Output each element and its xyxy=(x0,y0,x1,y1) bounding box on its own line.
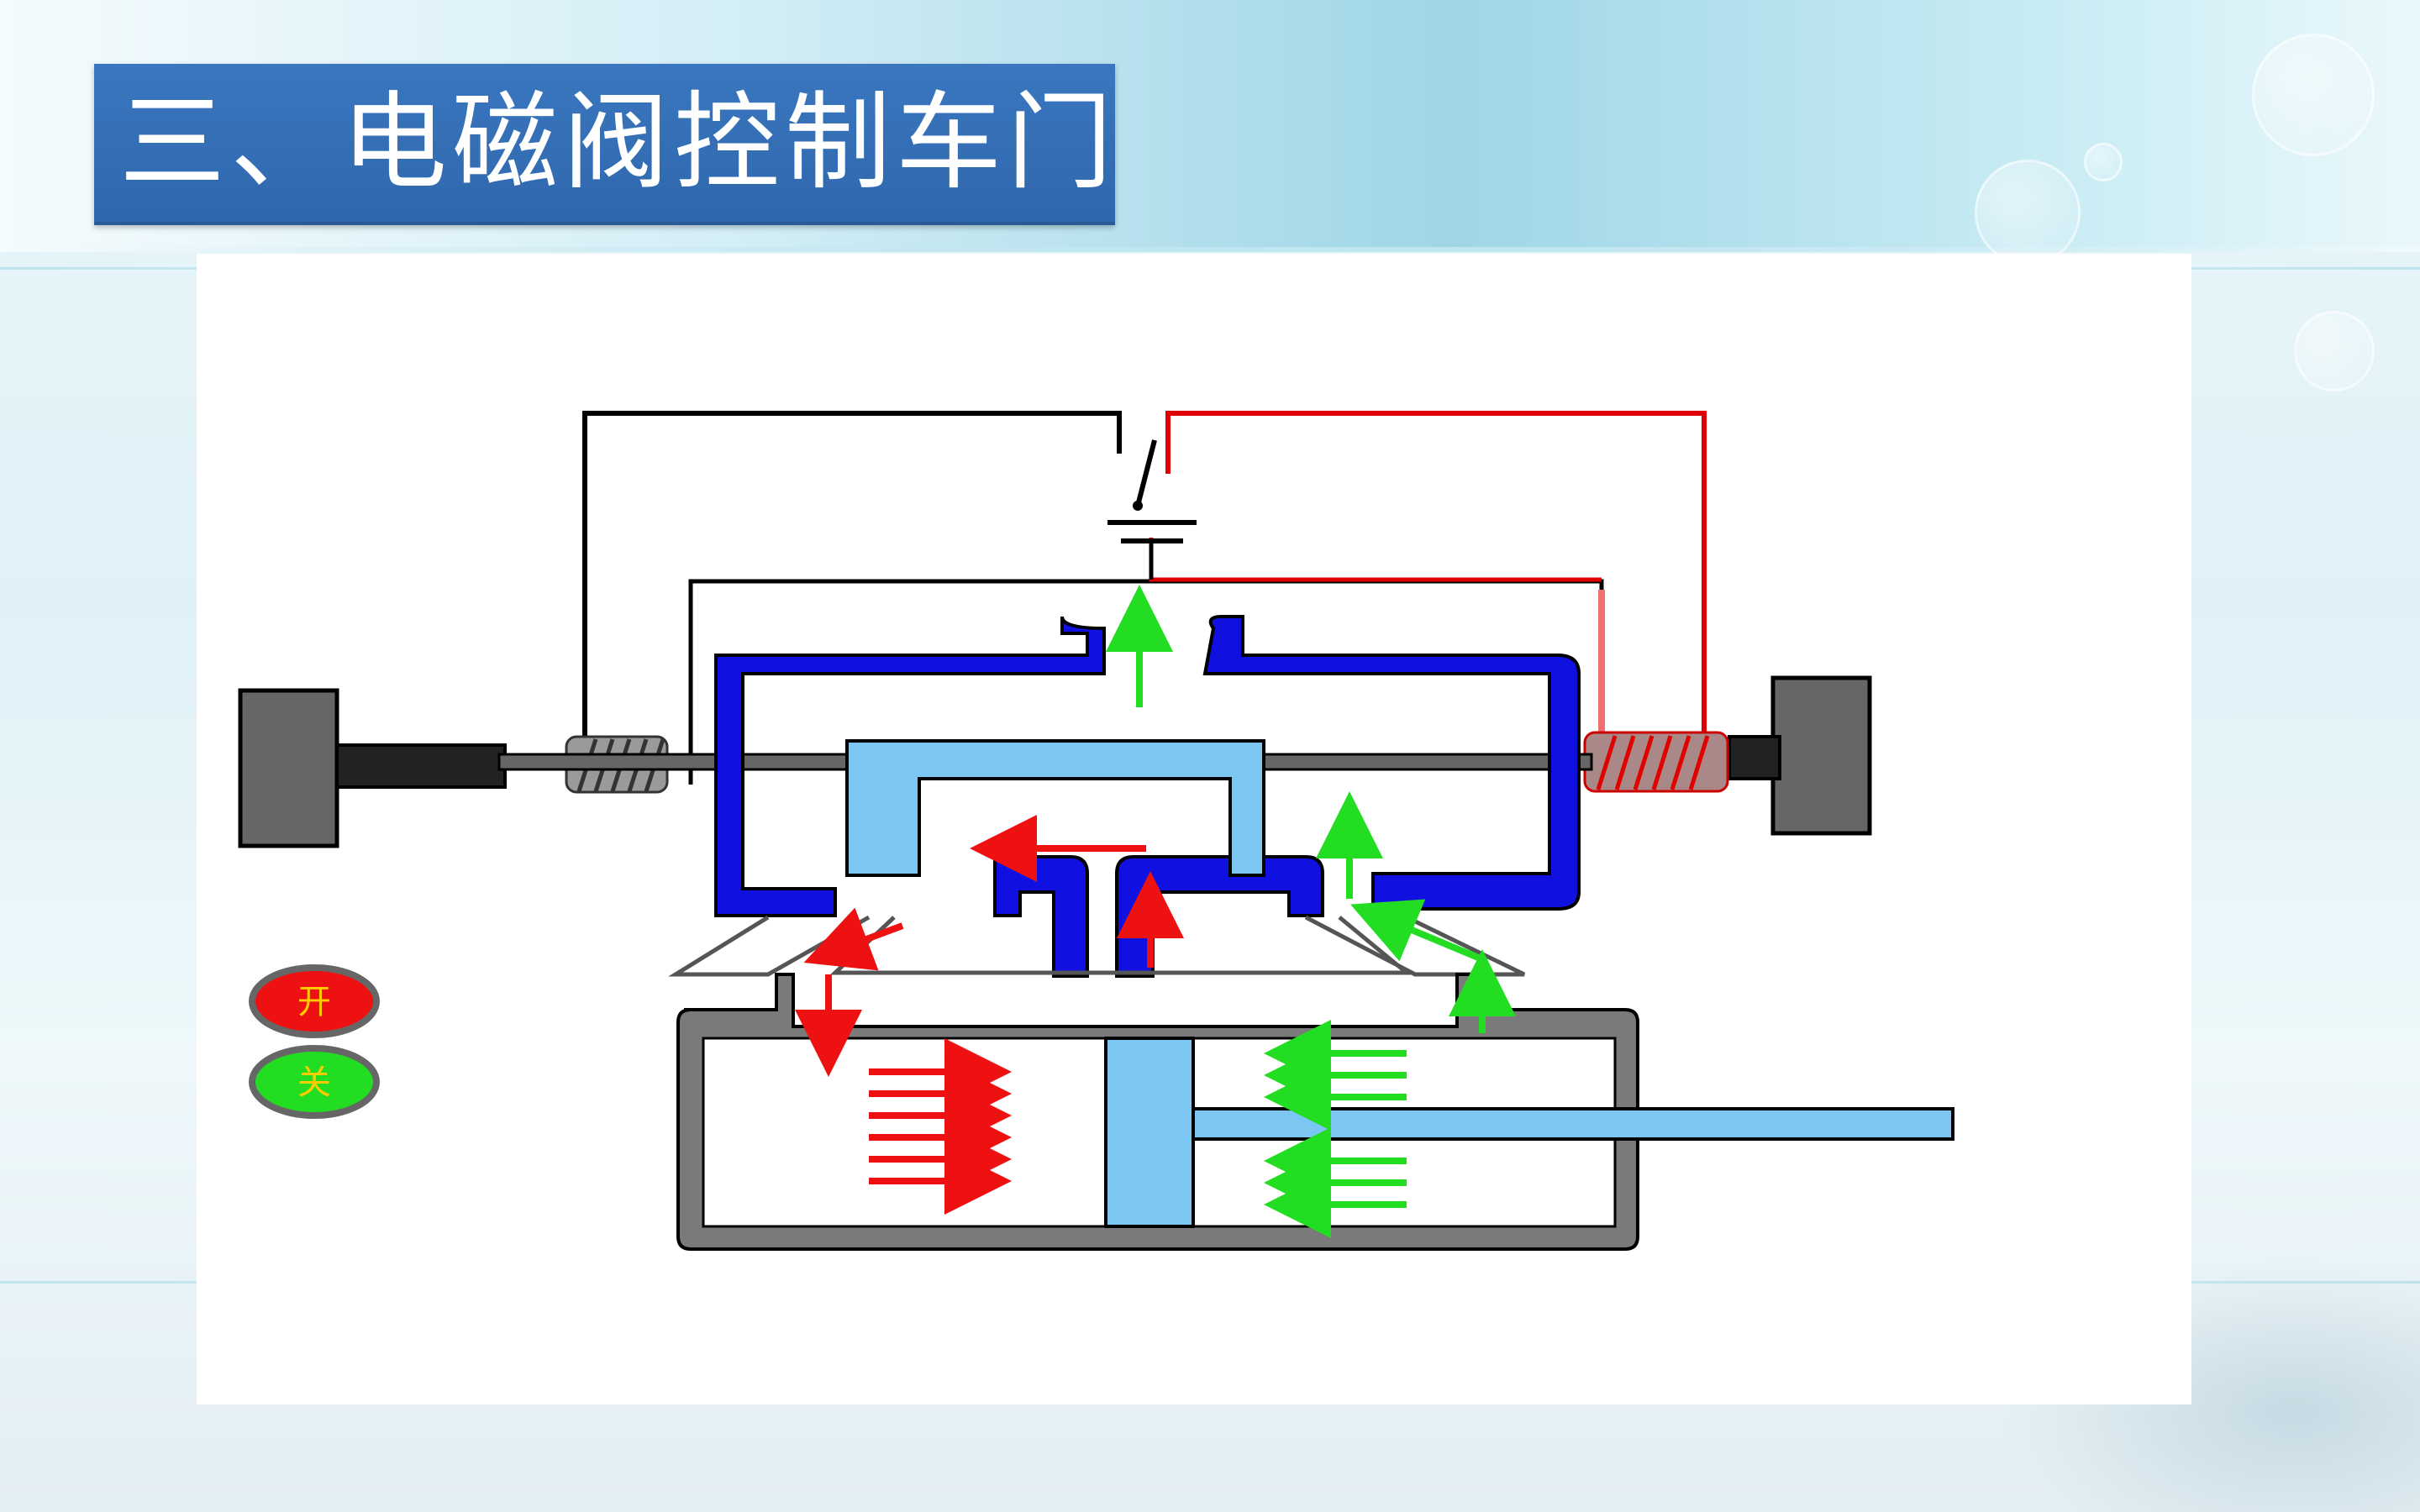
left-plunger-cap xyxy=(238,688,339,848)
open-button-label: 开 xyxy=(297,983,331,1021)
right-plunger-cap xyxy=(1770,675,1872,836)
right-solenoid xyxy=(1583,675,1872,836)
wire-red-inner xyxy=(1149,538,1602,582)
piston-rod xyxy=(1192,1107,1954,1141)
slide-valve xyxy=(845,739,1265,877)
left-plunger-rod xyxy=(335,743,507,789)
wire-black-outer xyxy=(582,411,1122,781)
air-flow-exhaust-arrows xyxy=(1106,585,1516,1238)
solenoid-valve-door-diagram: 开 关 xyxy=(238,411,1954,1251)
door-open-button[interactable]: 开 xyxy=(249,964,380,1038)
close-button-label: 关 xyxy=(297,1063,331,1102)
piston xyxy=(1104,1037,1195,1228)
decorative-bubble xyxy=(2084,143,2123,181)
slide-title-box: 三、电磁阀控制车门 xyxy=(94,64,1115,225)
decorative-bubble xyxy=(2294,311,2375,391)
switch-blade xyxy=(1135,439,1157,507)
decorative-bubble xyxy=(1975,160,2081,265)
wire-red-outer xyxy=(1165,411,1707,737)
right-plunger-rod xyxy=(1728,735,1781,780)
diagram-panel: 开 关 xyxy=(197,254,2191,1404)
wiring xyxy=(582,411,1707,785)
air-flow-supply-arrows xyxy=(795,815,1184,1215)
slide-title: 三、电磁阀控制车门 xyxy=(119,81,1118,204)
door-close-button[interactable]: 关 xyxy=(249,1045,380,1119)
decorative-bubble xyxy=(2252,34,2375,156)
switch-contact xyxy=(1133,501,1143,511)
